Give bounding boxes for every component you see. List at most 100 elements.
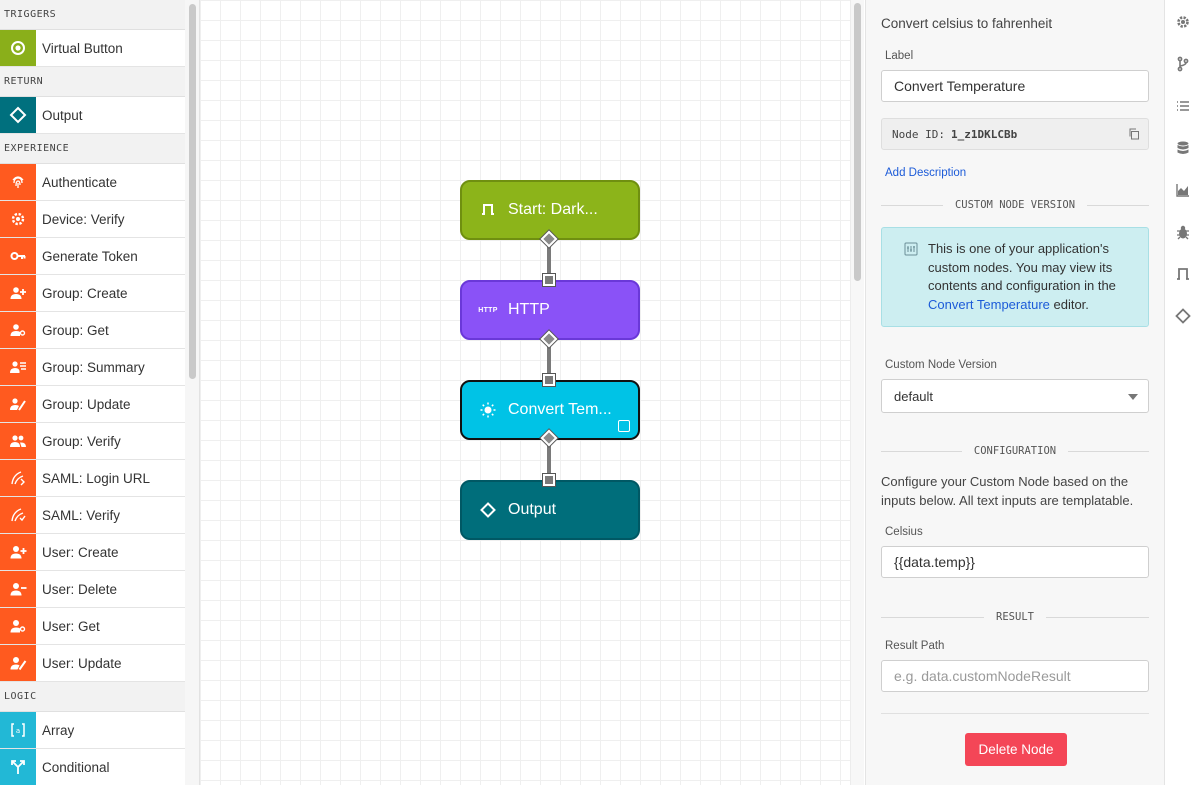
saml-icon: [0, 497, 36, 533]
custom-node-version-divider: CUSTOM NODE VERSION: [881, 198, 1149, 212]
palette-item-group-get[interactable]: Group: Get: [0, 312, 185, 349]
node-start[interactable]: Start: Dark...: [460, 180, 640, 240]
palette-item-label: Device: Verify: [42, 211, 125, 227]
palette-item-group-create[interactable]: Group: Create: [0, 275, 185, 312]
chevron-down-icon: [1128, 394, 1138, 400]
input-port[interactable]: [543, 374, 555, 386]
label-input[interactable]: Convert Temperature: [881, 70, 1149, 102]
sun-icon: [478, 400, 498, 420]
canvas-scrollbar[interactable]: [850, 0, 864, 785]
palette-item-output[interactable]: Output: [0, 97, 185, 134]
palette-item-group-update[interactable]: Group: Update: [0, 386, 185, 423]
palette-scrollbar-thumb[interactable]: [189, 4, 196, 379]
connector-wire: [547, 238, 551, 282]
palette-item-generate-token[interactable]: Generate Token: [0, 238, 185, 275]
palette-item-label: Generate Token: [42, 248, 138, 264]
palette-item-label: Group: Create: [42, 285, 128, 301]
copy-icon[interactable]: [1128, 128, 1140, 140]
group-add-icon: [0, 275, 36, 311]
configuration-heading: CONFIGURATION: [973, 445, 1057, 457]
node-id-value: 1_z1DKLCBb: [950, 127, 1018, 141]
palette-item-array[interactable]: a Array: [0, 712, 185, 749]
palette-item-saml-verify[interactable]: SAML: Verify: [0, 497, 185, 534]
section-triggers: TRIGGERS: [0, 0, 185, 30]
gear-icon[interactable]: [1174, 13, 1192, 31]
node-output-label: Output: [508, 501, 557, 518]
array-icon: a: [0, 712, 36, 748]
version-select[interactable]: default: [881, 379, 1149, 413]
node-properties-panel: Convert celsius to fahrenheit Label Conv…: [865, 0, 1164, 785]
input-port[interactable]: [543, 274, 555, 286]
result-path-caption: Result Path: [885, 640, 945, 652]
palette-item-label: User: Update: [42, 655, 122, 671]
palette-item-user-update[interactable]: User: Update: [0, 645, 185, 682]
palette-item-user-get[interactable]: User: Get: [0, 608, 185, 645]
palette-item-conditional[interactable]: Conditional: [0, 749, 185, 785]
output-icon: [478, 500, 498, 520]
convert-temperature-editor-link[interactable]: Convert Temperature: [928, 296, 1050, 312]
fingerprint-icon: [0, 164, 36, 200]
section-return: RETURN: [0, 67, 185, 97]
configuration-divider: CONFIGURATION: [881, 444, 1149, 458]
section-experience: EXPERIENCE: [0, 134, 185, 164]
device-gear-icon: [0, 201, 36, 237]
node-http-label: HTTP: [508, 301, 550, 318]
node-id-field: Node ID: 1_z1DKLCBb: [881, 118, 1149, 150]
info-text: This is one of your application's custom…: [928, 241, 1116, 293]
palette-item-group-summary[interactable]: Group: Summary: [0, 349, 185, 386]
node-http[interactable]: HTTP HTTP: [460, 280, 640, 340]
panel-divider: [881, 713, 1149, 714]
result-path-input[interactable]: e.g. data.customNodeResult: [881, 660, 1149, 692]
output-icon[interactable]: [1174, 307, 1192, 325]
branch-icon[interactable]: [1174, 55, 1192, 73]
connector-wire: [547, 338, 551, 382]
virtual-button-icon[interactable]: [1174, 265, 1192, 283]
node-output[interactable]: Output: [460, 480, 640, 540]
database-icon[interactable]: [1174, 139, 1192, 157]
custom-node-icon: [904, 242, 918, 256]
node-convert-label: Convert Tem...: [508, 401, 612, 418]
add-description-link[interactable]: Add Description: [885, 167, 967, 179]
node-description: Convert celsius to fahrenheit: [881, 16, 1053, 31]
palette-scrollbar[interactable]: [185, 0, 199, 785]
delete-node-button[interactable]: Delete Node: [965, 733, 1067, 766]
group-edit-icon: [0, 386, 36, 422]
palette-item-virtual-button[interactable]: Virtual Button: [0, 30, 185, 67]
palette-item-label: Conditional: [42, 759, 110, 775]
group-verify-icon: [0, 423, 36, 459]
palette-item-label: Group: Get: [42, 322, 109, 338]
split-icon: [0, 749, 36, 785]
list-icon[interactable]: [1174, 97, 1192, 115]
celsius-caption: Celsius: [885, 526, 923, 538]
workflow-canvas[interactable]: Start: Dark... HTTP HTTP Convert Tem... …: [200, 0, 850, 785]
bug-icon[interactable]: [1174, 223, 1192, 241]
custom-node-version-heading: CUSTOM NODE VERSION: [954, 199, 1076, 211]
palette-item-user-delete[interactable]: User: Delete: [0, 571, 185, 608]
palette-item-device-verify[interactable]: Device: Verify: [0, 201, 185, 238]
connector-wire: [547, 438, 551, 482]
user-search-icon: [0, 608, 36, 644]
node-id-caption: Node ID:: [892, 127, 945, 141]
output-icon: [0, 97, 36, 133]
version-selected-value: default: [894, 388, 934, 404]
key-icon: [0, 238, 36, 274]
palette-item-authenticate[interactable]: Authenticate: [0, 164, 185, 201]
custom-node-info-box: This is one of your application's custom…: [881, 227, 1149, 327]
palette-item-label: SAML: Login URL: [42, 470, 151, 486]
palette-item-group-verify[interactable]: Group: Verify: [0, 423, 185, 460]
canvas-scrollbar-thumb[interactable]: [854, 3, 861, 281]
palette-item-saml-login-url[interactable]: SAML: Login URL: [0, 460, 185, 497]
palette-item-label: Group: Summary: [42, 359, 145, 375]
chart-icon[interactable]: [1174, 181, 1192, 199]
node-palette: TRIGGERS Virtual Button RETURN Output EX…: [0, 0, 200, 785]
palette-item-label: User: Delete: [42, 581, 118, 597]
node-start-label: Start: Dark...: [508, 201, 598, 218]
virtual-button-icon: [478, 200, 498, 220]
input-port[interactable]: [543, 474, 555, 486]
palette-item-user-create[interactable]: User: Create: [0, 534, 185, 571]
info-text-tail: editor.: [1049, 296, 1089, 312]
celsius-input[interactable]: {{data.temp}}: [881, 546, 1149, 578]
group-list-icon: [0, 349, 36, 385]
section-logic: LOGIC: [0, 682, 185, 712]
palette-item-label: Group: Update: [42, 396, 131, 412]
